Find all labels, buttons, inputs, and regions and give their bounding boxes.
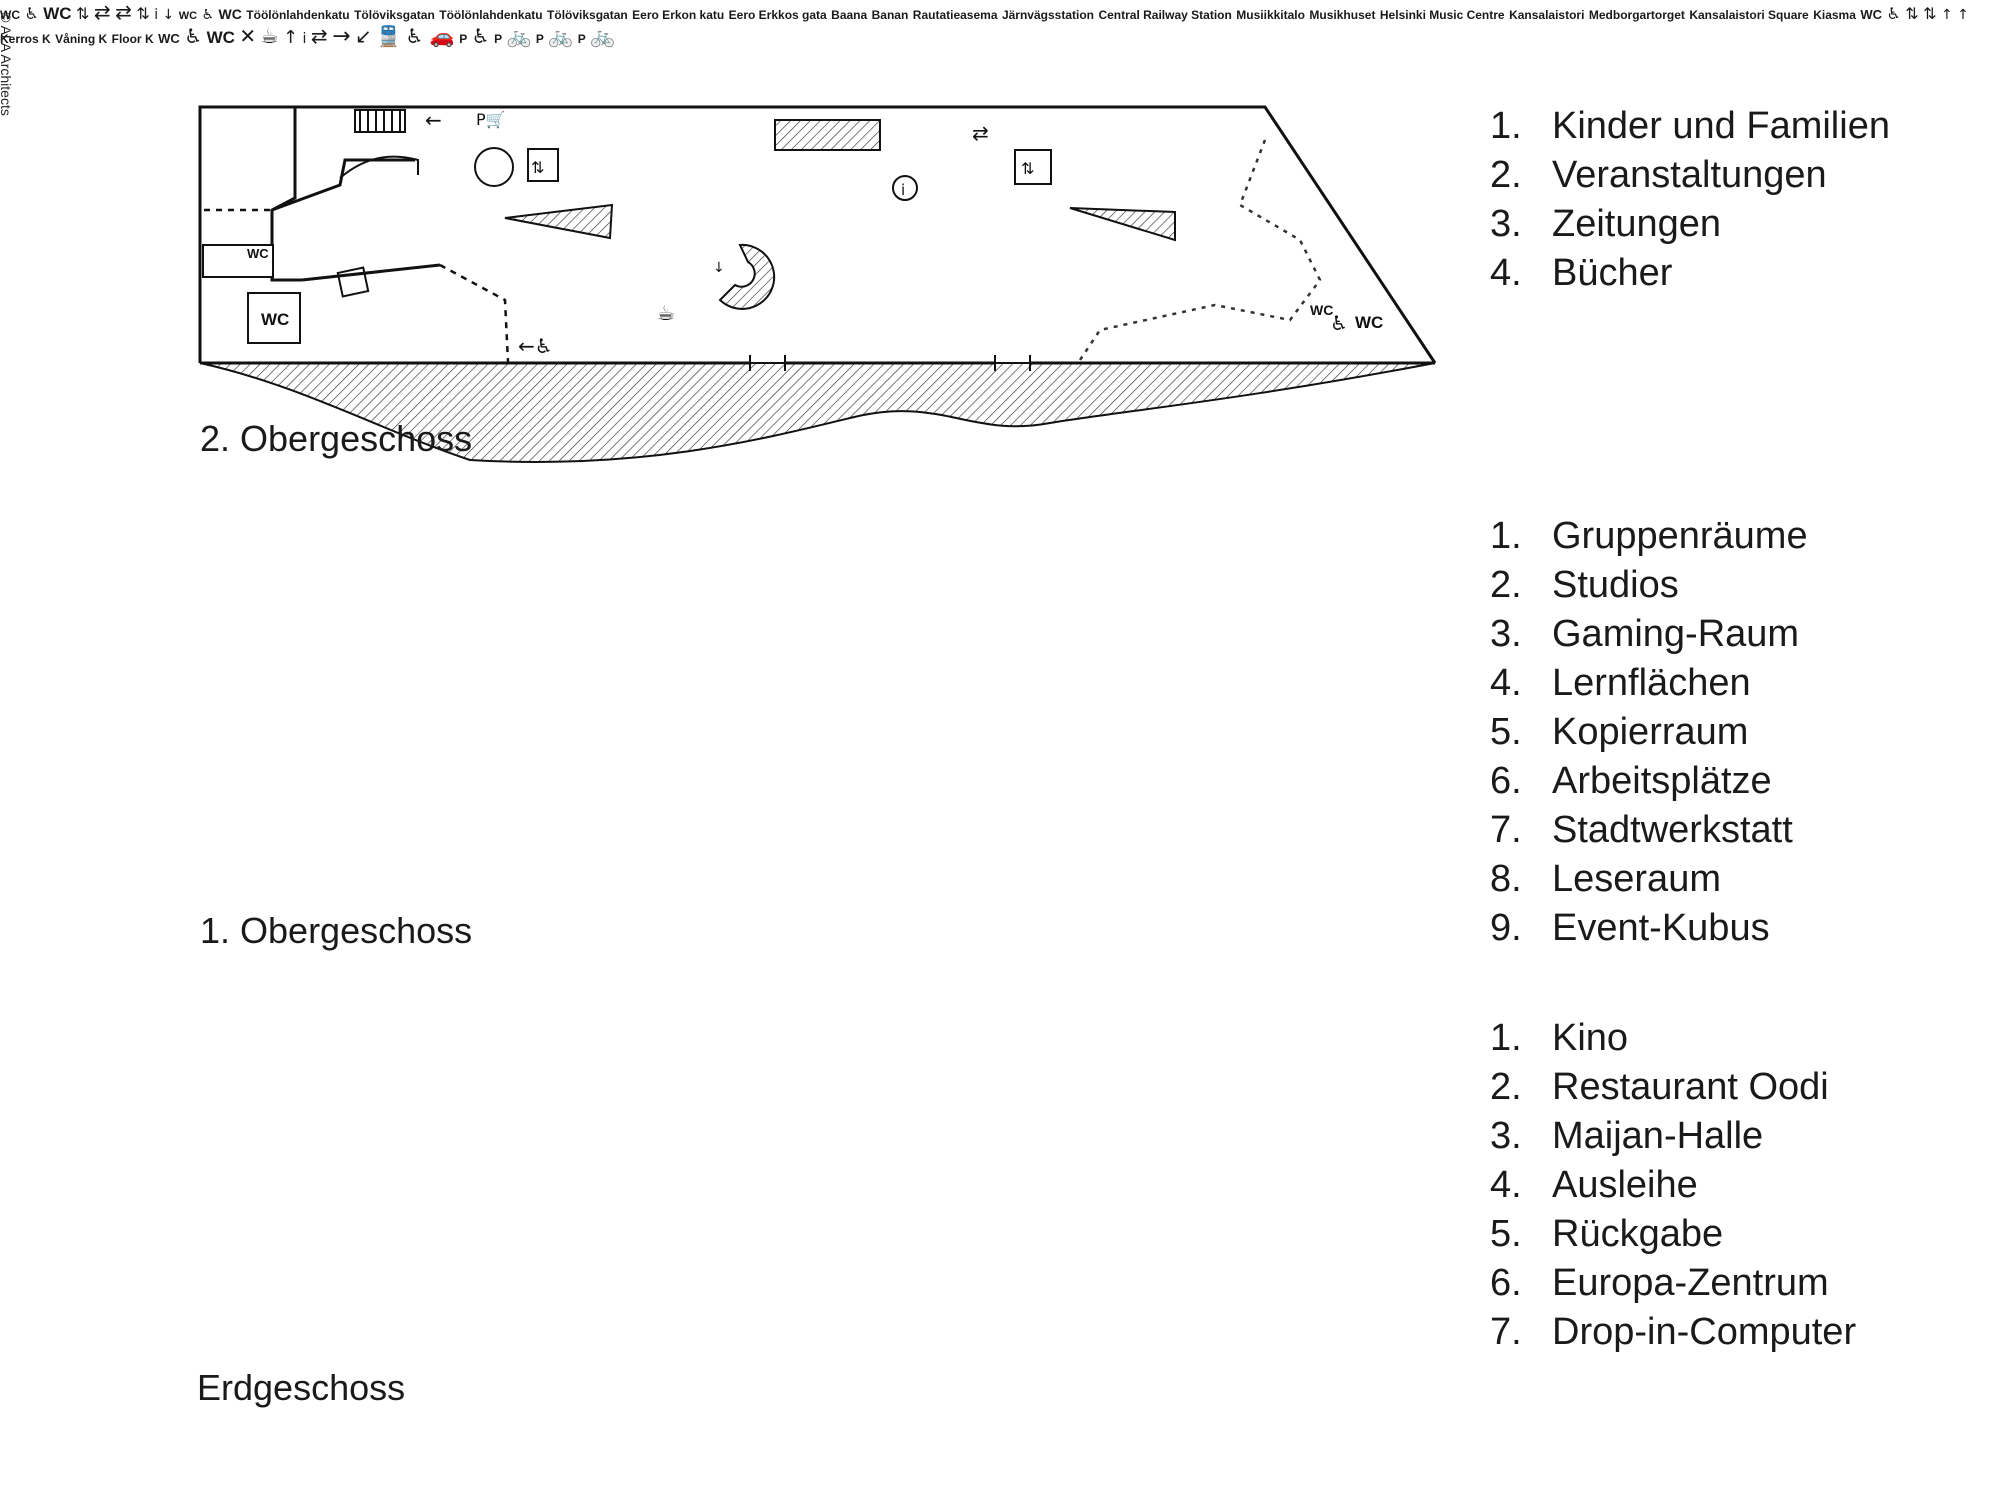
- escalator-icon: ⇄: [972, 121, 989, 145]
- legend-item: 2.Veranstaltungen: [1490, 154, 1827, 196]
- svg-text:⇅: ⇅: [1021, 159, 1034, 178]
- cafe-icon: ☕: [657, 301, 675, 325]
- svg-text:←: ←: [425, 108, 442, 132]
- spiral-stair: [718, 243, 776, 310]
- legend-item: 1.Kinder und Familien: [1490, 105, 1890, 147]
- wheelchair-icon: ♿: [471, 24, 490, 48]
- legend-item: 1.Gruppenräume: [1490, 515, 1808, 557]
- stroller-icon: P🛒: [476, 110, 506, 129]
- legend-floor-2: 1.Kinder und Familien 2.Veranstaltungen …: [1490, 102, 1890, 298]
- plan-floor-2: WC WC ← ⇅ ⇅ P🛒 ⇄ i ↓ ☕ ←♿ WC ♿ WC: [198, 105, 1437, 463]
- cinema-hall: WC ♿ ⇅ ⇅ ↑ ↑ Kerros K Våning K Floor K W…: [0, 4, 1969, 49]
- bicycle-icon: 🚲: [506, 24, 532, 48]
- escalator-icon: ⇄: [310, 24, 328, 48]
- floor-1-hatched-zone: WC ♿ WC ⇅ ⇄ ⇄ ⇅ i ↓ WC ♿ WC: [0, 0, 246, 24]
- legend-floor-1: 1.Gruppenräume 2.Studios 3.Gaming-Raum 4…: [1490, 512, 1808, 953]
- elevator-icon: ⇅ i ↓ WC ♿ WC: [136, 4, 246, 23]
- svg-text:⇅: ⇅: [531, 158, 544, 177]
- event-cube: ⇄ ⇄ ⇅ i ↓ WC ♿ WC: [94, 0, 246, 24]
- bicycle-icon: 🚲: [548, 24, 574, 48]
- escalator-icon: ⇄: [93, 0, 111, 24]
- wheelchair-icon: ♿: [1330, 311, 1348, 335]
- legend-item: 5.Kopierraum: [1490, 711, 1749, 753]
- svg-text:WC: WC: [247, 246, 269, 261]
- svg-text:↓: ↓: [713, 260, 725, 276]
- legend-ground-floor: 1.Kino 2.Restaurant Oodi 3.Maijan-Halle …: [1490, 1014, 1856, 1357]
- floor-2-outline: [198, 105, 1437, 364]
- info-icon: i ⇄ → ↙ 🚆 ♿ 🚗 P ♿ P 🚲 P 🚲 P 🚲: [302, 24, 616, 49]
- elevator-icon: ⇅ ⇅ ↑ ↑ Kerros K Våning K Floor K WC ♿ W…: [0, 4, 1969, 49]
- plan-floor-1: WC ♿ WC ⇅ ⇄ ⇄ ⇅ i ↓ WC ♿ WC: [0, 0, 246, 24]
- legend-item: 2.Restaurant Oodi: [1490, 1066, 1829, 1108]
- spiral-stair: ✕ ☕ ↑ i ⇄ → ↙ 🚆 ♿ 🚗 P ♿ P 🚲 P 🚲 P 🚲: [239, 24, 616, 49]
- elevator-icon: ⇅ ⇄ ⇄ ⇅ i ↓ WC ♿ WC: [76, 0, 246, 24]
- ground-hatched-zone: WC ♿ ⇅ ⇅ ↑ ↑ Kerros K Våning K Floor K W…: [0, 4, 1969, 49]
- wc-room-floor-1: WC ♿ WC ⇅ ⇄ ⇄ ⇅ i ↓ WC ♿ WC: [0, 0, 246, 24]
- legend-item: 4.Lernflächen: [1490, 662, 1751, 704]
- cafe-icon: ☕: [260, 24, 279, 48]
- wc-room: WC: [218, 6, 242, 22]
- floor-1-title: 1. Obergeschoss: [200, 910, 473, 951]
- spiral-stair: ↓ WC ♿ WC: [163, 6, 247, 23]
- svg-text:i: i: [901, 181, 905, 199]
- legend-item: 3.Maijan-Halle: [1490, 1115, 1764, 1157]
- floor-1-outline: WC ♿ WC ⇅ ⇄ ⇄ ⇅ i ↓ WC ♿ WC: [0, 0, 246, 24]
- restaurant-icon: ✕: [239, 24, 257, 48]
- stairs-icon: ↑ ↑ Kerros K Våning K Floor K WC ♿ WC ✕ …: [0, 7, 1969, 49]
- wheelchair-icon: ←♿: [518, 334, 553, 358]
- elevator-icon: [527, 148, 559, 182]
- ground-outline: WC ♿ ⇅ ⇅ ↑ ↑ Kerros K Våning K Floor K W…: [0, 4, 1969, 49]
- wc-room: WC ♿ ⇅ ⇅ ↑ ↑ Kerros K Våning K Floor K W…: [0, 4, 1969, 49]
- svg-text:WC: WC: [261, 310, 289, 329]
- stairs-icon: [336, 266, 370, 298]
- plan-ground-floor: Töölönlahdenkatu Tölöviksgatan Töölönlah…: [0, 4, 1969, 49]
- balcony-terrace: [199, 362, 1436, 463]
- train-icon: 🚆: [376, 24, 402, 48]
- svg-text:WC: WC: [1355, 313, 1383, 332]
- legend-item: 5.Rückgabe: [1490, 1213, 1724, 1255]
- legend-item: 9.Event-Kubus: [1490, 907, 1770, 949]
- legend-item: 7.Drop-in-Computer: [1490, 1311, 1857, 1353]
- wheelchair-icon: ♿: [184, 24, 203, 48]
- stairs-icon: [354, 109, 406, 133]
- elevator-icon: ⇅ ↑ ↑ Kerros K Våning K Floor K WC ♿ WC …: [0, 4, 1969, 49]
- taxi-icon: ♿ 🚗: [405, 24, 455, 48]
- legend-item: 2.Studios: [1490, 564, 1679, 606]
- legend-item: 3.Gaming-Raum: [1490, 613, 1800, 655]
- legend-item: 8.Leseraum: [1490, 858, 1721, 900]
- legend-item: 4.Ausleihe: [1490, 1164, 1698, 1206]
- reading-block: [774, 119, 881, 151]
- bicycle-icon: 🚲: [590, 24, 616, 48]
- wc-room-floor-2: [247, 292, 301, 344]
- legend-item: 3.Zeitungen: [1490, 203, 1722, 245]
- info-icon: i ↓ WC ♿ WC: [154, 6, 246, 23]
- svg-text:WC: WC: [1310, 302, 1333, 318]
- legend-item: 6.Europa-Zentrum: [1490, 1262, 1829, 1304]
- legend-item: 6.Arbeitsplätze: [1490, 760, 1772, 802]
- legend-item: 7.Stadtwerkstatt: [1490, 809, 1793, 851]
- info-icon: [892, 175, 918, 201]
- escalator-icon: ⇄: [115, 0, 132, 24]
- ground-floor-title: Erdgeschoss: [197, 1367, 406, 1408]
- legend-item: 1.Kino: [1490, 1017, 1629, 1059]
- elevator-icon: [1014, 149, 1052, 185]
- legend-item: 4.Bücher: [1490, 252, 1673, 294]
- floor-2-title: 2. Obergeschoss: [200, 418, 473, 459]
